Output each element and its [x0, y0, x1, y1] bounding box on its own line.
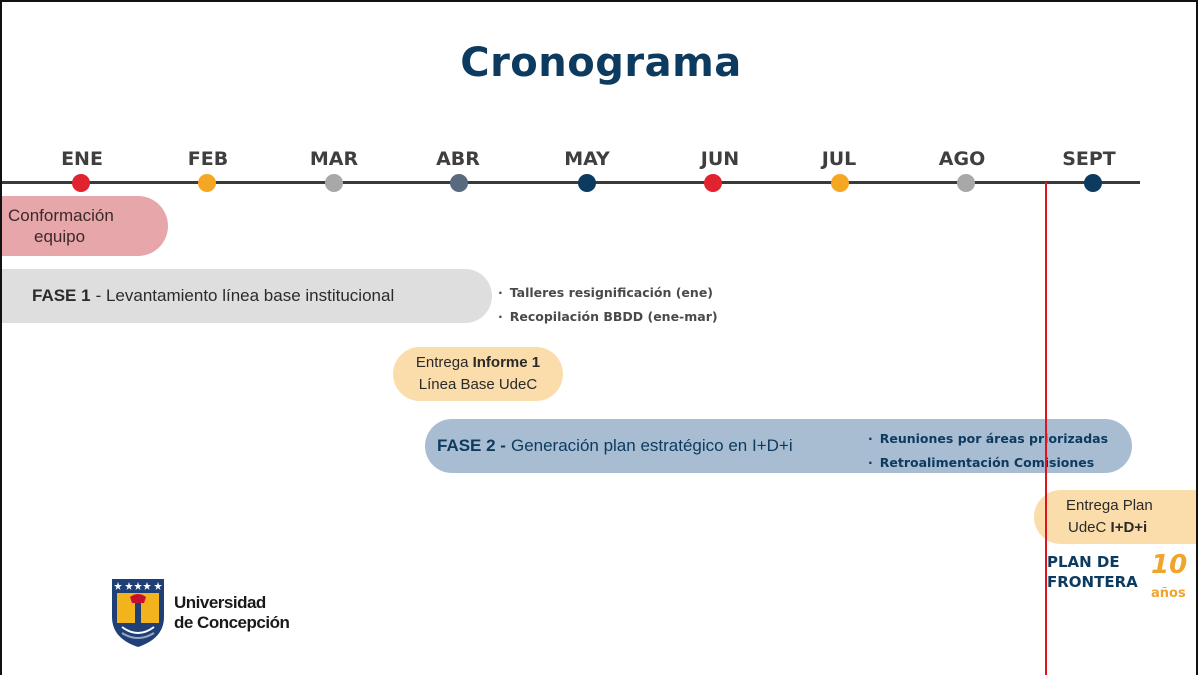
informe1-prefix: Entrega [415, 354, 473, 371]
month-label-jun: JUN [700, 148, 740, 170]
entrega-plan-bold: I+D+i [1110, 519, 1148, 536]
plan-frontera-anos: años [1151, 586, 1186, 601]
month-label-sept: SEPT [1062, 148, 1116, 170]
month-label-ago: AGO [938, 148, 986, 170]
current-date-marker-line [1045, 182, 1047, 675]
page-title: Cronograma [460, 40, 742, 86]
month-dot-may [578, 174, 596, 192]
month-dot-feb [198, 174, 216, 192]
month-dot-mar [325, 174, 343, 192]
month-dot-ago [957, 174, 975, 192]
month-dot-ene [72, 174, 90, 192]
entrega-plan-line2: UdeC I+D+i [1064, 517, 1196, 539]
plan-frontera-line2: FRONTERA [1047, 573, 1138, 591]
informe1-line2: Línea Base UdeC [418, 376, 538, 393]
informe1-line1: Entrega Informe 1 [393, 352, 563, 374]
entrega-plan-pill: Entrega Plan UdeC I+D+i [1034, 490, 1196, 544]
plan-frontera-number: 10 [1151, 550, 1188, 580]
month-label-may: MAY [564, 148, 610, 170]
conformacion-line2: equipo [34, 227, 86, 246]
entrega-informe1-pill: Entrega Informe 1 Línea Base UdeC [393, 347, 563, 401]
fase2-bullet: Retroalimentación Comisiones [868, 451, 1108, 475]
conformacion-equipo-bar: Conformación equipo [2, 196, 168, 256]
udec-logo: Universidad de Concepción [108, 577, 290, 649]
month-dot-jul [831, 174, 849, 192]
udec-name-line1: Universidad [174, 593, 266, 612]
plan-frontera-line1: PLAN DE [1047, 553, 1120, 571]
udec-name-line2: de Concepción [174, 613, 290, 632]
month-label-jul: JUL [821, 148, 857, 170]
udec-name: Universidad de Concepción [174, 593, 290, 633]
entrega-plan-prefix: UdeC [1068, 519, 1111, 536]
conformacion-line1: Conformación [8, 206, 114, 225]
month-dot-abr [450, 174, 468, 192]
udec-shield-icon [112, 579, 164, 647]
fase1-text: - Levantamiento línea base institucional [95, 286, 395, 305]
fase2-text: Generación plan estratégico en I+D+i [510, 436, 793, 455]
timeline-axis [2, 181, 1140, 184]
fase2-bullet: Reuniones por áreas priorizadas [868, 427, 1108, 451]
fase1-bullet: Recopilación BBDD (ene-mar) [498, 305, 718, 329]
informe1-bold: Informe 1 [472, 354, 541, 371]
month-dot-sept [1084, 174, 1102, 192]
entrega-plan-line1: Entrega Plan [1066, 497, 1153, 514]
month-dot-jun [704, 174, 722, 192]
fase1-bar: FASE 1 - Levantamiento línea base instit… [2, 269, 492, 323]
fase1-bullet: Talleres resignificación (ene) [498, 281, 718, 305]
fase1-bullets: Talleres resignificación (ene) Recopilac… [498, 281, 718, 329]
fase1-tag: FASE 1 [32, 286, 91, 305]
month-label-ene: ENE [61, 148, 103, 170]
fase2-bullets: Reuniones por áreas priorizadas Retroali… [868, 427, 1108, 475]
month-label-abr: ABR [436, 148, 480, 170]
month-label-mar: MAR [309, 148, 359, 170]
plan-frontera-logo: PLAN DE FRONTERA 10 años [1047, 550, 1187, 601]
fase2-tag: FASE 2 - [437, 436, 506, 455]
month-label-feb: FEB [187, 148, 229, 170]
